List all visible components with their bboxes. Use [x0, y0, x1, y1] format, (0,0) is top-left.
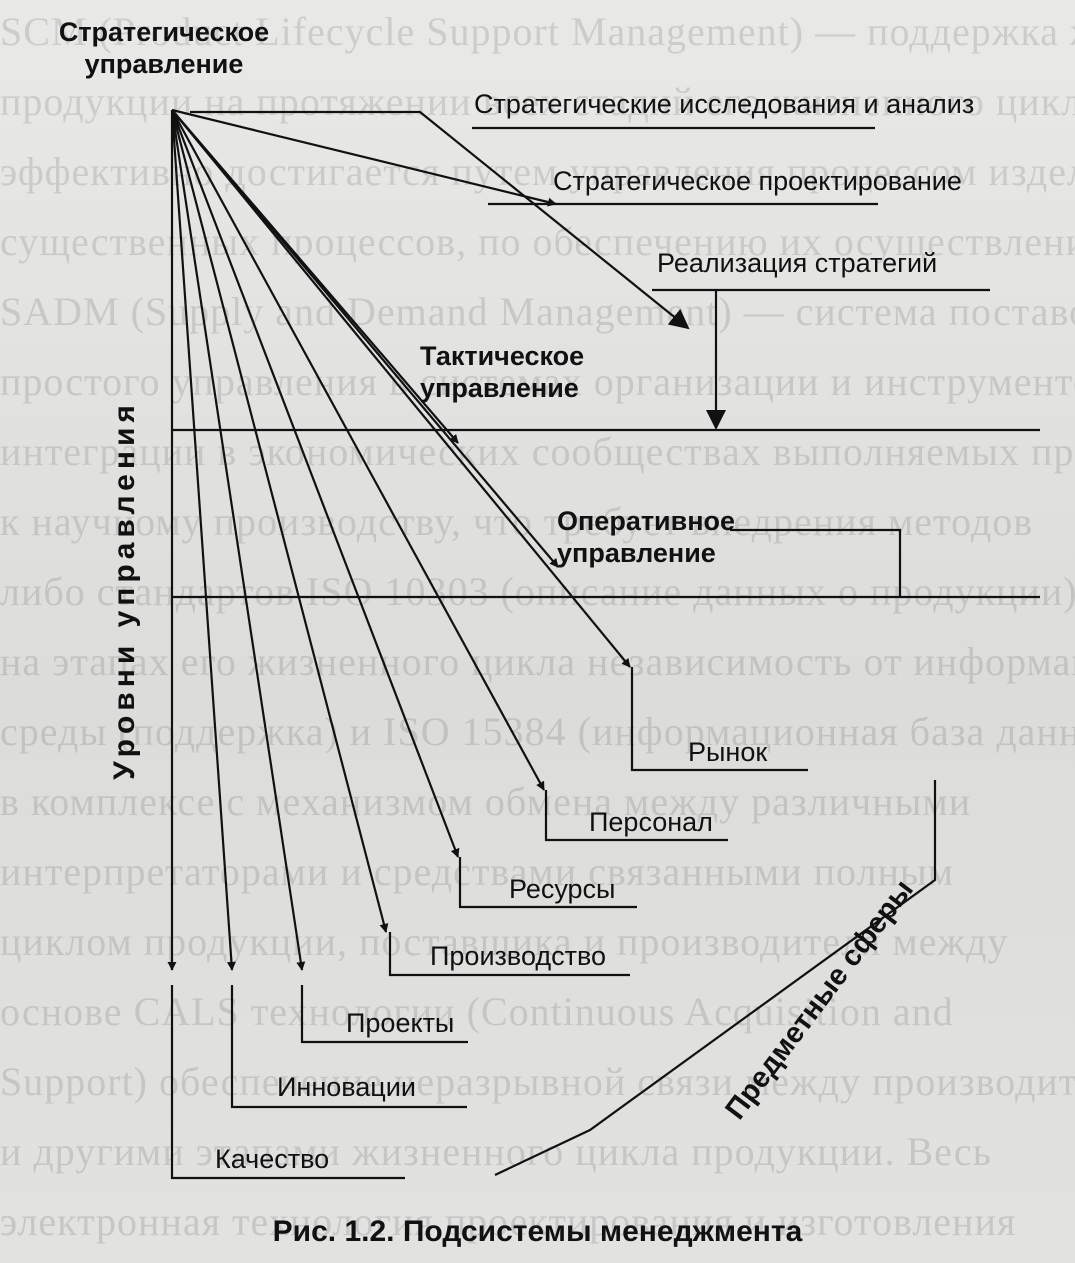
fan-to-personnel	[171, 109, 545, 791]
spheres-boundary-line	[494, 780, 937, 1176]
bracket-projects	[300, 985, 468, 1044]
projects-label: Проекты	[346, 1008, 455, 1038]
bracket-innovation	[230, 985, 467, 1109]
fan-to-production	[170, 109, 389, 933]
management-levels-label: Уровни управления	[108, 400, 141, 780]
strategy-impl-label: Реализация стратегий	[657, 248, 938, 278]
operative-line-2: управление	[557, 538, 716, 569]
personnel-label: Персонал	[589, 807, 713, 837]
strategic-line-1: Стратегическое	[58, 17, 270, 47]
market-label: Рынок	[688, 737, 768, 767]
arrow-strategic-chain	[190, 110, 690, 330]
bracket-quality	[170, 985, 405, 1180]
bracket-production	[388, 932, 630, 977]
figure-caption: Рис. 1.2. Подсистемы менеджмента	[272, 1215, 803, 1248]
innovation-label: Инновации	[277, 1072, 416, 1102]
fan-to-operative	[171, 109, 559, 568]
resources-label: Ресурсы	[509, 874, 616, 904]
fan-to-market	[171, 109, 631, 668]
strategic-management-label: Стратегическое управление	[33, 16, 295, 81]
bracket-resources	[458, 857, 637, 909]
bracket-market	[630, 667, 808, 772]
strategic-design-label: Стратегическое проектирование	[553, 166, 962, 196]
quality-label: Качество	[215, 1144, 330, 1174]
fan-to-design	[171, 108, 557, 207]
tactical-line-1: Тактическое	[420, 341, 585, 371]
fan-to-innovation	[170, 109, 236, 971]
operative-right-bracket	[730, 528, 902, 597]
production-label: Производство	[430, 941, 607, 971]
fan-to-resources	[170, 109, 460, 858]
tactical-management-label: Тактическое управление	[420, 340, 584, 405]
tactical-line-2: управление	[420, 373, 579, 404]
strategic-research-label: Стратегические исследования и анализ	[474, 89, 975, 119]
fan-to-projects	[170, 109, 306, 971]
bracket-personnel	[544, 790, 728, 842]
operative-line-1: Оперативное	[557, 506, 736, 536]
strategic-line-2: управление	[84, 49, 244, 80]
operative-management-label: Оперативное управление	[557, 505, 735, 570]
